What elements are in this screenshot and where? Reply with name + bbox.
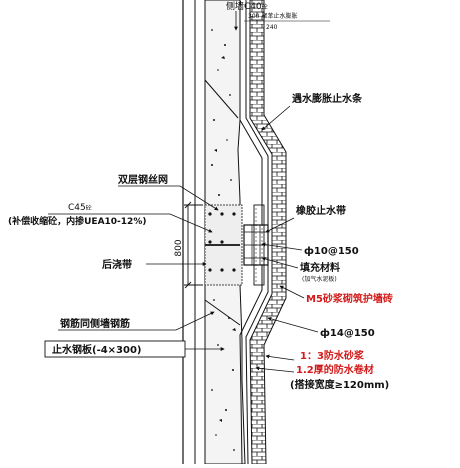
top-dim-small-label: 240 [266, 24, 278, 31]
filler-note: (加气水泥板) [302, 275, 337, 283]
mortar-label: 1：3防水砂浆 [300, 349, 365, 362]
filler-label: 填充材料 [300, 261, 340, 274]
m5-brick-label: M5砂浆砌筑护墙砖 [306, 292, 393, 305]
steel-plate-callout: 止水钢板(-4×300) [44, 340, 225, 358]
rebar-14-label: ф14@150 [320, 327, 375, 339]
post-pour-band-label: 后浇带 [102, 258, 132, 271]
double-mesh-label: 双层钢丝网 [118, 173, 168, 186]
membrane-label: 1.2厚的防水卷材 [296, 363, 374, 376]
pour-concrete-label: C45砼 [68, 203, 92, 213]
rebar-10-label: ф10@150 [304, 245, 359, 257]
overlap-label: (搭接宽度≥120mm) [290, 378, 389, 391]
steel-plate-label: 止水钢板(-4×300) [52, 343, 142, 356]
mesh-rebar-label: 钢筋同侧墙钢筋 [60, 317, 130, 330]
wall-concrete-label: 侧墙C40砼 [226, 0, 268, 12]
pour-concrete-note: (补偿收缩砼，内掺UEA10-12%) [8, 215, 146, 227]
dimension-800 [184, 201, 203, 289]
rubber-waterstop-label: 橡胶止水带 [296, 204, 346, 217]
dim-800-label: 800 [174, 239, 184, 256]
rubber-waterstop [243, 204, 269, 286]
water-swell-strip-label: 遇水膨胀止水条 [292, 92, 363, 105]
concrete-speckle [211, 29, 236, 451]
wall-outline [182, 0, 196, 464]
